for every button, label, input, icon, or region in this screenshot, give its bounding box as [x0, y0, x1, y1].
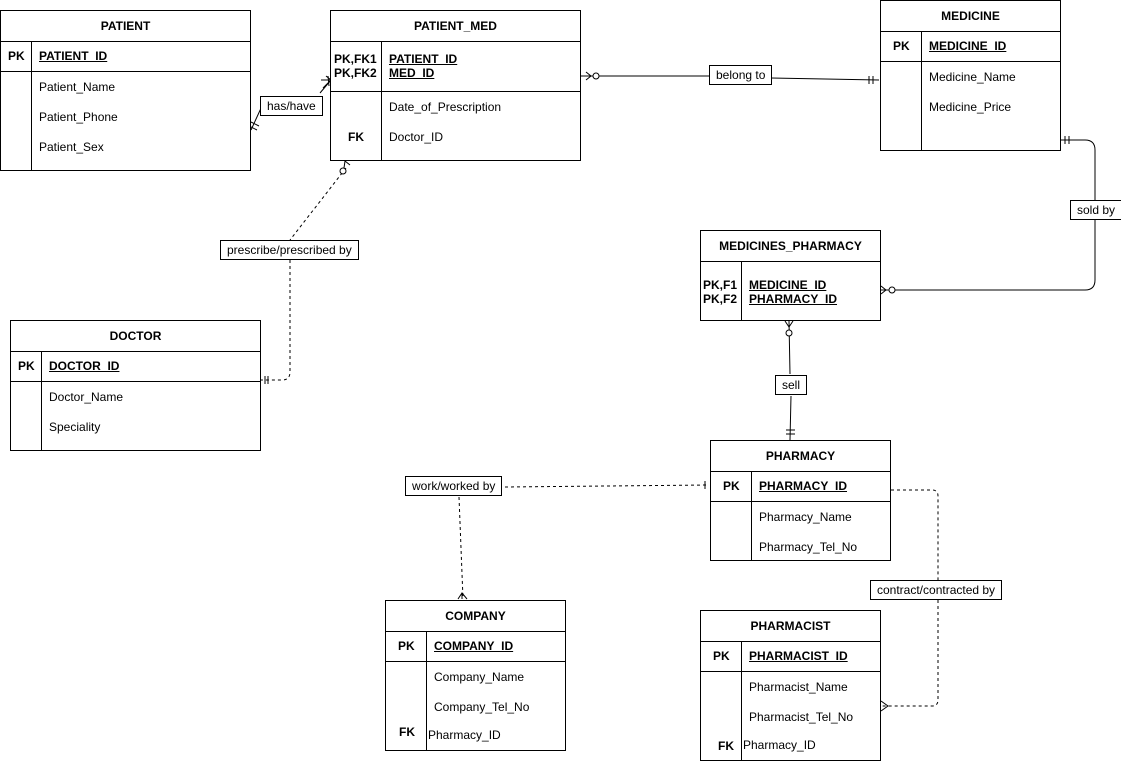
attribute: Pharmacy_ID [428, 728, 501, 742]
attribute: Pharmacist_Tel_No [749, 710, 854, 724]
attribute: Patient_Phone [39, 110, 118, 124]
pk-label: PK [893, 39, 910, 53]
column-divider [741, 641, 742, 760]
attribute: Doctor_Name [49, 390, 124, 404]
column-divider [741, 261, 742, 320]
pk-section: PK PHARMACIST_ID [701, 641, 880, 672]
attribute: Patient_Sex [39, 140, 104, 154]
attribute: Medicine_Name [929, 70, 1016, 84]
rel-label-work[interactable]: work/worked by [405, 476, 503, 496]
pk-label: PK [18, 359, 35, 373]
pk-label: PK [398, 639, 415, 653]
rel-line-work [457, 481, 710, 600]
attribute: Company_Name [434, 670, 525, 684]
attribute: Date_of_Prescription [389, 100, 502, 114]
entity-patient-med[interactable]: PATIENT_MED PK,FK1 PK,FK2 PATIENT_ID MED… [330, 10, 581, 161]
pk-field: PHARMACIST_ID [749, 649, 848, 663]
pk-section: PK DOCTOR_ID [11, 351, 260, 382]
pk-field: COMPANY_ID [434, 639, 514, 653]
entity-title: MEDICINE [881, 1, 1060, 32]
attribute: Speciality [49, 420, 101, 434]
rel-label-has-have[interactable]: has/have [260, 96, 323, 116]
entity-doctor[interactable]: DOCTOR PK DOCTOR_ID Doctor_Name Speciali… [10, 320, 261, 451]
entity-title: PHARMACIST [701, 611, 880, 642]
key-label: PK,F1 [703, 278, 738, 292]
column-divider [381, 41, 382, 160]
key-label: PK,FK1 [334, 52, 377, 66]
entity-title: PATIENT [1, 11, 250, 42]
column-divider [751, 471, 752, 560]
rel-line-sell [784, 320, 795, 441]
pk-field: MED_ID [389, 66, 435, 80]
column-divider [31, 41, 32, 170]
pk-label: PK [713, 649, 730, 663]
column-divider [426, 631, 427, 750]
pk-field: PATIENT_ID [389, 52, 458, 66]
entity-title: COMPANY [386, 601, 565, 632]
rel-label-sold-by[interactable]: sold by [1070, 200, 1121, 220]
entity-pharmacy[interactable]: PHARMACY PK PHARMACY_ID Pharmacy_Name Ph… [710, 440, 891, 561]
fk-label: FK [348, 130, 364, 144]
pk-section: PK PHARMACY_ID [711, 471, 890, 502]
attribute: Pharmacy_Name [759, 510, 852, 524]
entity-company[interactable]: COMPANY PK COMPANY_ID Company_Name Compa… [385, 600, 566, 751]
rel-line-prescribe [261, 167, 347, 381]
entity-medicine[interactable]: MEDICINE PK MEDICINE_ID Medicine_Name Me… [880, 0, 1061, 151]
pk-section: PK PATIENT_ID [1, 41, 250, 72]
rel-label-sell[interactable]: sell [775, 375, 808, 395]
pk-section: PK COMPANY_ID [386, 631, 565, 662]
attribute: Patient_Name [39, 80, 116, 94]
pk-field: PHARMACY_ID [759, 479, 848, 493]
pk-field: MEDICINE_ID [929, 39, 1007, 53]
attribute: Company_Tel_No [434, 700, 530, 714]
entity-title: DOCTOR [11, 321, 260, 352]
pk-field: PHARMACY_ID [749, 292, 838, 306]
fk-label: FK [718, 739, 734, 753]
key-label: PK,F2 [703, 292, 738, 306]
pk-label: PK [8, 49, 25, 63]
rel-line-belong-to [581, 71, 880, 84]
attribute: Pharmacist_Name [749, 680, 848, 694]
entity-pharmacist[interactable]: PHARMACIST PK PHARMACIST_ID Pharmacist_N… [700, 610, 881, 761]
key-label: PK,FK2 [334, 66, 377, 80]
pk-field: PATIENT_ID [39, 49, 108, 63]
pk-section: PK,FK1 PK,FK2 PATIENT_ID MED_ID [331, 41, 580, 92]
pk-section: PK MEDICINE_ID [881, 31, 1060, 62]
rel-label-contract[interactable]: contract/contracted by [870, 580, 1003, 600]
rel-label-prescribe[interactable]: prescribe/prescribed by [220, 240, 359, 260]
attribute: Doctor_ID [389, 130, 444, 144]
entity-medicines-pharmacy[interactable]: MEDICINES_PHARMACY PK,F1 PK,F2 MEDICINE_… [700, 230, 881, 321]
entity-title: MEDICINES_PHARMACY [701, 231, 880, 262]
rel-line-sold-by [880, 136, 1096, 295]
attribute: Medicine_Price [929, 100, 1012, 114]
attribute: Pharmacy_Tel_No [759, 540, 858, 554]
pk-field: DOCTOR_ID [49, 359, 120, 373]
rel-label-belong-to[interactable]: belong to [709, 65, 773, 85]
column-divider [921, 31, 922, 150]
entity-patient[interactable]: PATIENT PK PATIENT_ID Patient_Name Patie… [0, 10, 251, 171]
entity-title: PHARMACY [711, 441, 890, 472]
entity-title: PATIENT_MED [331, 11, 580, 42]
pk-field: MEDICINE_ID [749, 278, 827, 292]
column-divider [41, 351, 42, 450]
pk-label: PK [723, 479, 740, 493]
fk-label: FK [399, 725, 415, 739]
attribute: Pharmacy_ID [743, 738, 816, 752]
